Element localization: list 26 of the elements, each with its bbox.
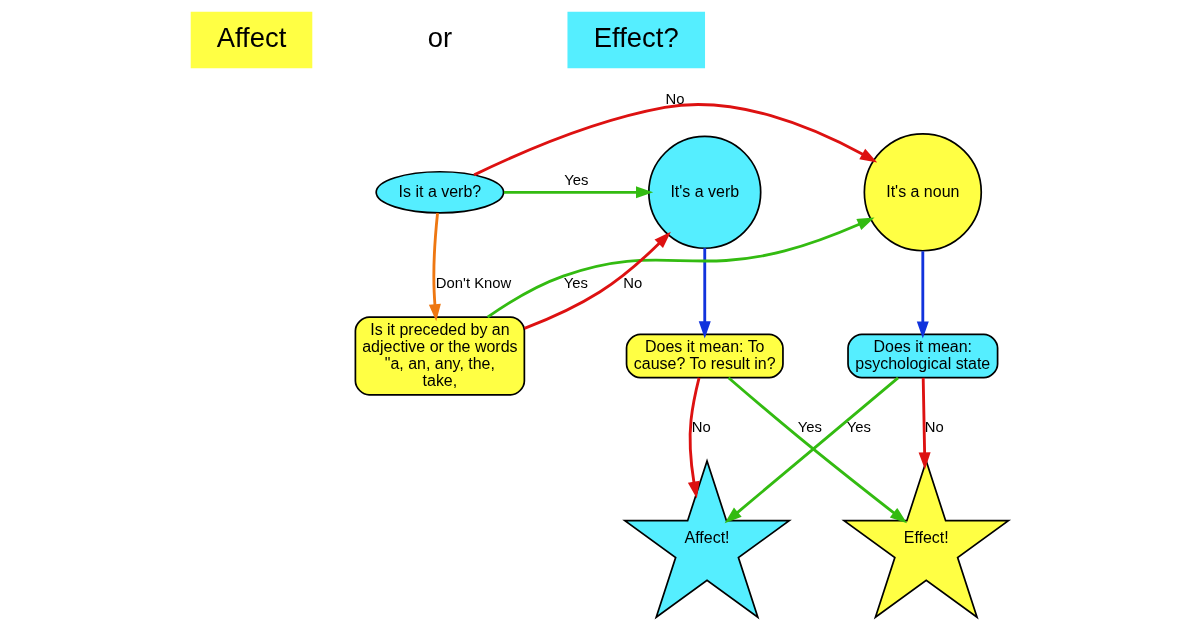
arrow — [918, 377, 931, 470]
edge-label: No — [924, 418, 944, 435]
label: or — [427, 22, 453, 54]
edge-label: No — [623, 274, 643, 291]
node-box: Effect? — [567, 11, 706, 69]
edge-label: Yes — [797, 418, 822, 435]
edge-label: No — [691, 418, 711, 435]
node-box: Is it preceded by an adjective or the words "a, an, any, the, take, — [354, 316, 526, 396]
arrow — [473, 103, 878, 177]
edge-label: Yes — [564, 171, 589, 188]
arrow — [428, 212, 441, 322]
arrow — [524, 231, 671, 330]
arrow — [687, 377, 701, 499]
edge-label: Yes — [846, 418, 871, 435]
edge-label: No — [665, 91, 685, 108]
arrow — [504, 186, 654, 199]
node-ellipse: Is it a verb? — [375, 170, 505, 214]
edge-label: Yes — [563, 274, 588, 291]
node-circle: It's a noun — [863, 133, 983, 252]
arrow — [486, 217, 875, 319]
arrow — [698, 248, 711, 339]
node-box: Does it mean: psychological state — [847, 333, 999, 379]
edge-label: Don't Know — [435, 274, 512, 291]
node-box: Affect — [190, 11, 313, 69]
arrow — [916, 251, 929, 339]
node-box: Does it mean: To cause? To result in? — [625, 333, 784, 379]
